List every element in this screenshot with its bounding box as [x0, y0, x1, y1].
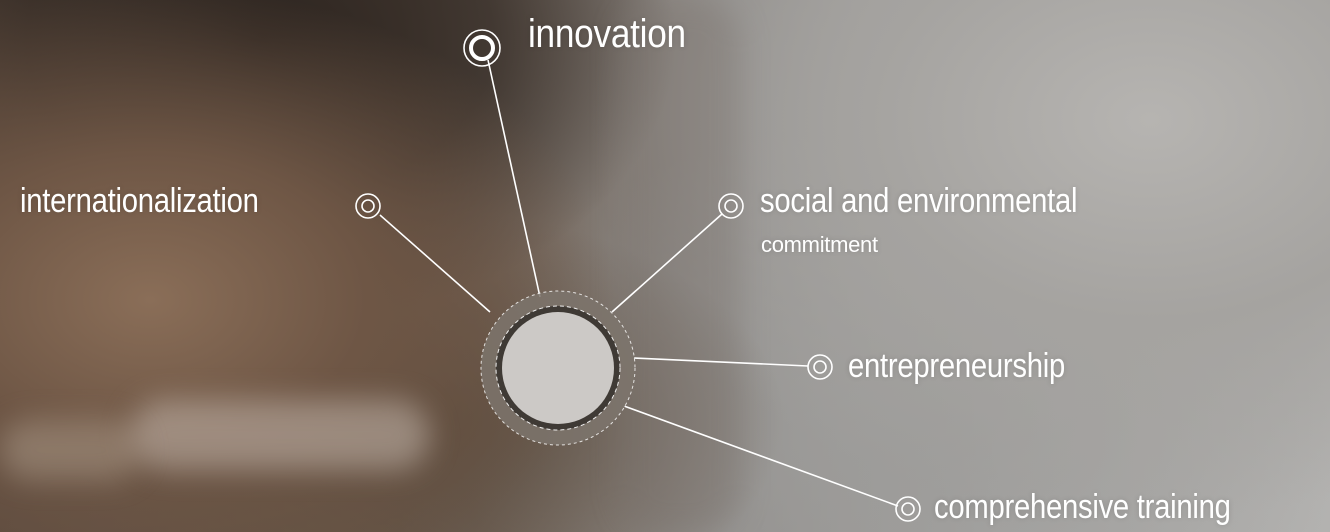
node-label-entrepreneurship[interactable]: entrepreneurship — [848, 347, 1065, 385]
double-ring-icon[interactable] — [463, 29, 501, 67]
connector-training — [623, 405, 899, 507]
connector-innovation — [487, 59, 541, 298]
connector-social — [611, 213, 723, 313]
hub-circle[interactable] — [480, 290, 636, 446]
node-label-innovation[interactable]: innovation — [528, 12, 686, 56]
node-label-social[interactable]: social and environmental — [760, 182, 1078, 220]
connector-internationalization — [379, 214, 491, 313]
double-ring-icon[interactable] — [807, 354, 833, 380]
node-label-social-secondary[interactable]: commitment — [761, 232, 878, 257]
double-ring-icon[interactable] — [895, 496, 921, 522]
double-ring-icon[interactable] — [718, 193, 744, 219]
node-label-internationalization[interactable]: internationalization — [20, 182, 259, 220]
connector-entrepreneurship — [633, 357, 809, 367]
double-ring-icon[interactable] — [355, 193, 381, 219]
node-label-training[interactable]: comprehensive training — [934, 488, 1231, 526]
